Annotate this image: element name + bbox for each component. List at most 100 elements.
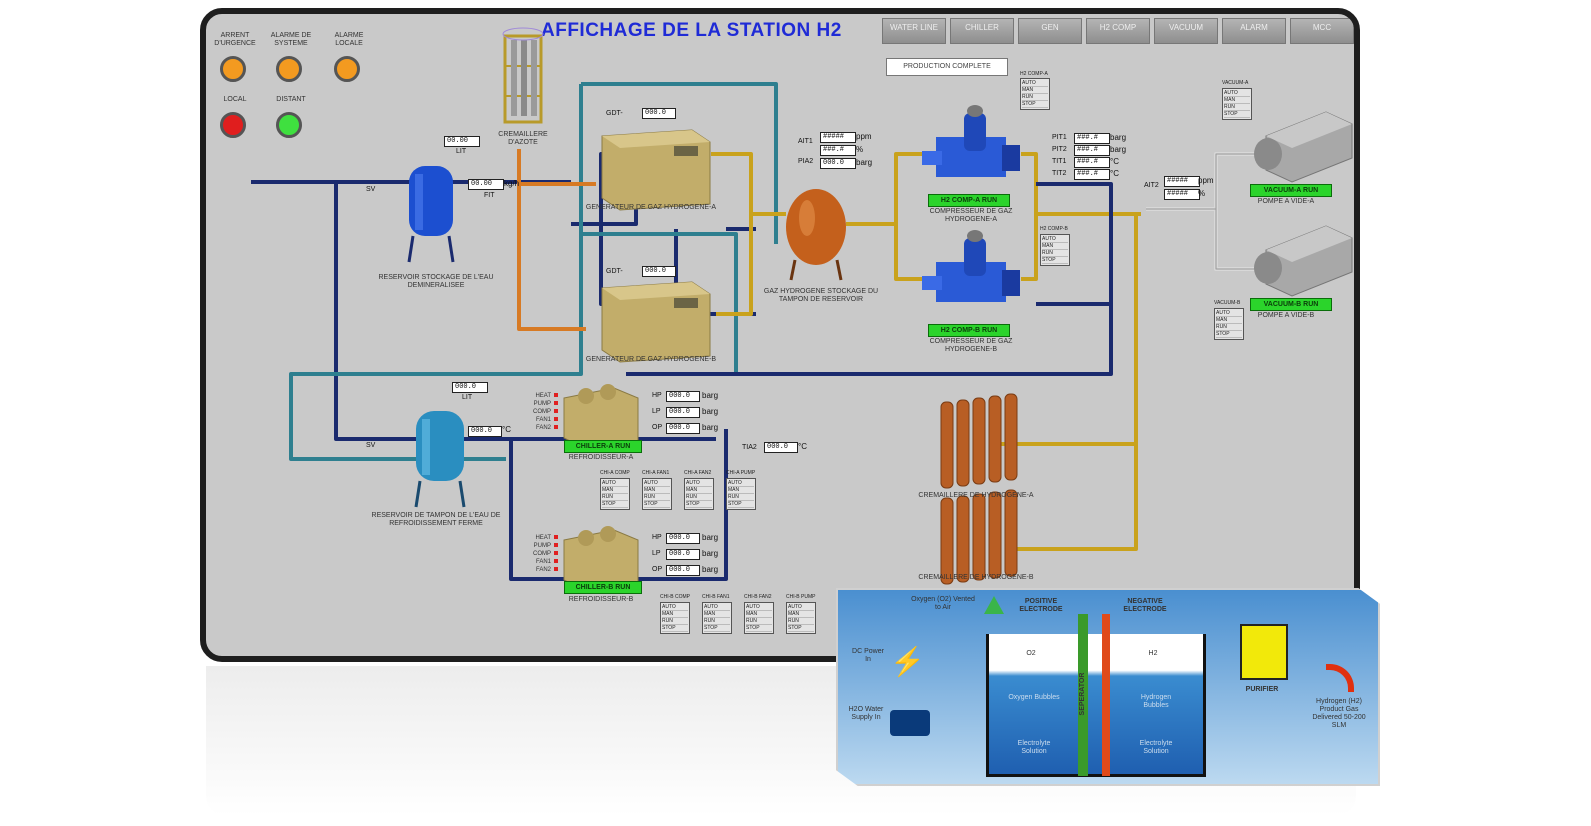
tab-h2-comp[interactable]: H2 COMP bbox=[1086, 18, 1150, 44]
hp-a-unit: barg bbox=[702, 391, 719, 400]
chiller-b-pump-box: AUTO MAN RUN STOP bbox=[786, 602, 816, 634]
tab-chiller[interactable]: CHILLER bbox=[950, 18, 1014, 44]
vacuum-b-run-tag: VACUUM-B RUN bbox=[1250, 298, 1332, 311]
vacuum-pump-a-icon[interactable] bbox=[1246, 106, 1356, 186]
hydrogen-bank-icons[interactable] bbox=[931, 392, 1041, 592]
status-row: AUTO bbox=[1042, 236, 1068, 243]
status-row: STOP bbox=[644, 501, 670, 508]
separator-label: SEPERATOR bbox=[1079, 672, 1086, 716]
chiller-b-run-tag: CHILLER-B RUN bbox=[564, 581, 642, 594]
chiller-b-icon[interactable] bbox=[556, 522, 646, 592]
status-row: MAN bbox=[602, 487, 628, 494]
tit2-unit: °C bbox=[1110, 169, 1119, 178]
vacuum-pump-b-label: POMPE A VIDE-B bbox=[1257, 312, 1315, 319]
compressor-a-label: COMPRESSEUR DE GAZ HYDROGENE-A bbox=[929, 208, 1013, 223]
op-b-readout: 000.0 bbox=[666, 565, 700, 576]
tit2-tag: TIT2 bbox=[1052, 170, 1067, 177]
fit-water-readout: 00.00 bbox=[468, 179, 504, 190]
chiller-a-fan2-caption: CHI-A FAN2 bbox=[684, 470, 712, 476]
status-row: RUN bbox=[1216, 324, 1242, 331]
local-alarm-label: ALARME LOCALE bbox=[334, 32, 364, 47]
production-status-button[interactable]: PRODUCTION COMPLETE bbox=[886, 58, 1008, 76]
compressor-b-icon[interactable] bbox=[916, 224, 1026, 324]
status-row: MAN bbox=[1042, 243, 1068, 250]
pipe-network bbox=[251, 82, 1256, 581]
local-alarm-light[interactable] bbox=[334, 56, 360, 82]
tab-gen[interactable]: GEN bbox=[1018, 18, 1082, 44]
vacuum-pump-b-icon[interactable] bbox=[1246, 220, 1356, 300]
ait1-pct-unit: % bbox=[856, 145, 864, 154]
cooling-tank-icon[interactable] bbox=[406, 399, 476, 509]
status-row: MAN bbox=[662, 611, 688, 618]
tab-alarm[interactable]: ALARM bbox=[1222, 18, 1286, 44]
electrolysis-schematic: Oxygen (O2) Vented to Air POSITIVE ELECT… bbox=[836, 588, 1380, 786]
status-row: RUN bbox=[686, 494, 712, 501]
tab-mcc[interactable]: MCC bbox=[1290, 18, 1354, 44]
hp-a-tag: HP bbox=[652, 392, 662, 399]
op-b-unit: barg bbox=[702, 565, 719, 574]
negative-electrode-bar bbox=[1102, 614, 1110, 776]
chiller-a-fan2-box: AUTO MAN RUN STOP bbox=[684, 478, 714, 510]
op-b-tag: OP bbox=[652, 566, 663, 573]
signal-fan1: FAN1 bbox=[524, 416, 558, 424]
status-row: STOP bbox=[1216, 331, 1242, 338]
tit2-readout: ###.# bbox=[1074, 169, 1110, 180]
nitrogen-rack-icon[interactable] bbox=[501, 26, 545, 126]
pia2-tag: PIA2 bbox=[798, 158, 814, 165]
tab-vacuum[interactable]: VACUUM bbox=[1154, 18, 1218, 44]
hp-b-unit: barg bbox=[702, 533, 719, 542]
chiller-b-signal-list: HEAT PUMP COMP FAN1 FAN2 bbox=[524, 534, 558, 574]
remote-light[interactable] bbox=[276, 112, 302, 138]
chiller-a-comp-caption: CHI-A COMP bbox=[600, 470, 630, 476]
status-row: RUN bbox=[644, 494, 670, 501]
status-row: STOP bbox=[1224, 111, 1250, 118]
status-row: STOP bbox=[788, 625, 814, 632]
water-tank-icon[interactable] bbox=[401, 154, 461, 264]
pipe-vacuum bbox=[1146, 152, 1256, 271]
status-row: AUTO bbox=[746, 604, 772, 611]
op-a-readout: 000.0 bbox=[666, 423, 700, 434]
local-light[interactable] bbox=[220, 112, 246, 138]
gdt-a-tag: GDT- bbox=[606, 110, 623, 117]
emergency-stop-label: ARRENT D'URGENCE bbox=[214, 32, 256, 47]
hp-b-tag: HP bbox=[652, 534, 662, 541]
lp-a-tag: LP bbox=[652, 408, 661, 415]
chiller-a-signal-list: HEAT PUMP COMP FAN1 FAN2 bbox=[524, 392, 558, 432]
positive-electrode-label: POSITIVE ELECTRODE bbox=[1019, 598, 1063, 613]
compressor-a-icon[interactable] bbox=[916, 99, 1026, 199]
signal-pump: PUMP bbox=[524, 400, 558, 408]
sv-tag-2: SV bbox=[366, 442, 376, 449]
lit-cooling-tag: LIT bbox=[462, 394, 473, 401]
lp-b-unit: barg bbox=[702, 549, 719, 558]
signal-fan2: FAN2 bbox=[524, 424, 558, 432]
emergency-stop-light[interactable] bbox=[220, 56, 246, 82]
signal-heat: HEAT bbox=[524, 392, 558, 400]
tit1-tag: TIT1 bbox=[1052, 158, 1067, 165]
generator-a-icon[interactable] bbox=[596, 122, 716, 212]
hydrogen-arrow-icon bbox=[1326, 664, 1354, 692]
remote-label: DISTANT bbox=[276, 96, 306, 103]
status-row: MAN bbox=[746, 611, 772, 618]
system-alarm-light[interactable] bbox=[276, 56, 302, 82]
tia2-unit: °C bbox=[798, 442, 807, 451]
pit1-tag: PIT1 bbox=[1052, 134, 1067, 141]
water-supply-label: H2O Water Supply In bbox=[848, 706, 884, 721]
fit-tag: FIT bbox=[484, 192, 495, 199]
ait2-readout: ##### bbox=[1164, 176, 1200, 187]
gdt-b-readout: 000.0 bbox=[642, 266, 676, 277]
comp-a-status-box: AUTO MAN RUN STOP bbox=[1020, 78, 1050, 110]
hydrogen-bank-a-label: CREMAILLERE DE HYDROGENE-A bbox=[918, 492, 1034, 499]
generator-b-label: GENERATEUR DE GAZ HYDROGENE-B bbox=[585, 356, 717, 363]
o2-label: O2 bbox=[1026, 650, 1036, 657]
local-label: LOCAL bbox=[223, 96, 247, 103]
lp-a-unit: barg bbox=[702, 407, 719, 416]
tab-water-line[interactable]: WATER LINE bbox=[882, 18, 946, 44]
tia2-tag: TIA2 bbox=[742, 444, 757, 451]
oxygen-arrow-icon bbox=[984, 596, 1004, 614]
buffer-tank-icon[interactable] bbox=[781, 182, 851, 282]
status-row: MAN bbox=[704, 611, 730, 618]
signal-fan2: FAN2 bbox=[524, 566, 558, 574]
chiller-a-comp-box: AUTO MAN RUN STOP bbox=[600, 478, 630, 510]
generator-b-icon[interactable] bbox=[596, 274, 716, 364]
chiller-a-fan1-box: AUTO MAN RUN STOP bbox=[642, 478, 672, 510]
